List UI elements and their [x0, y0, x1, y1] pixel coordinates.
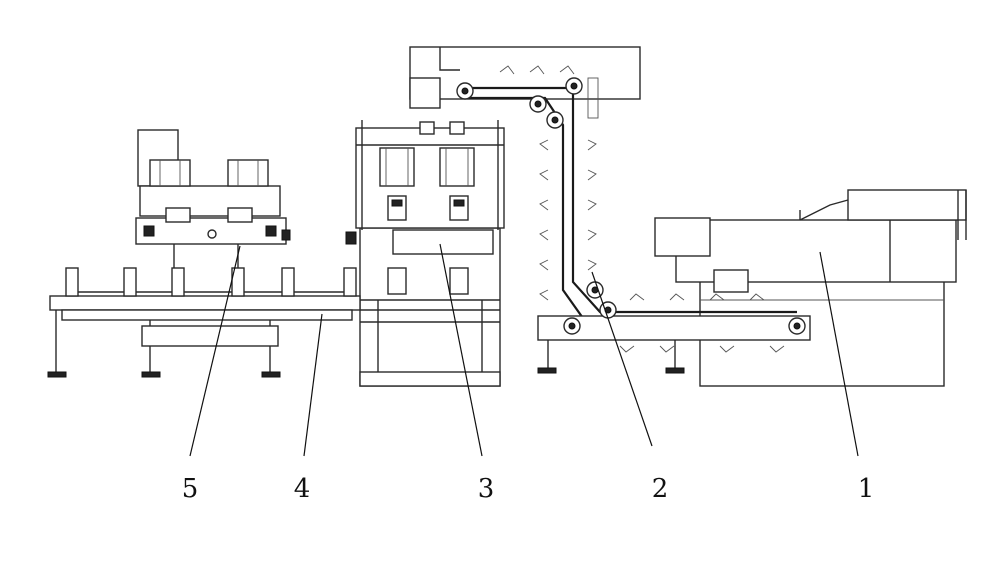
part-2-conveyor	[409, 46, 811, 374]
leader-lines	[189, 243, 859, 457]
label-item-4: 4	[294, 474, 311, 504]
conveyor-flights	[499, 65, 785, 353]
table-fixtures	[65, 267, 357, 297]
label-item-1: 1	[858, 474, 875, 504]
label-item-2: 2	[652, 474, 669, 504]
part-3-press	[345, 120, 505, 387]
label-item-5: 5	[182, 474, 199, 504]
label-item-3: 3	[478, 474, 495, 504]
part-4-table	[47, 267, 361, 378]
part-5-manipulator	[135, 129, 291, 268]
part-1-machine	[654, 189, 967, 387]
